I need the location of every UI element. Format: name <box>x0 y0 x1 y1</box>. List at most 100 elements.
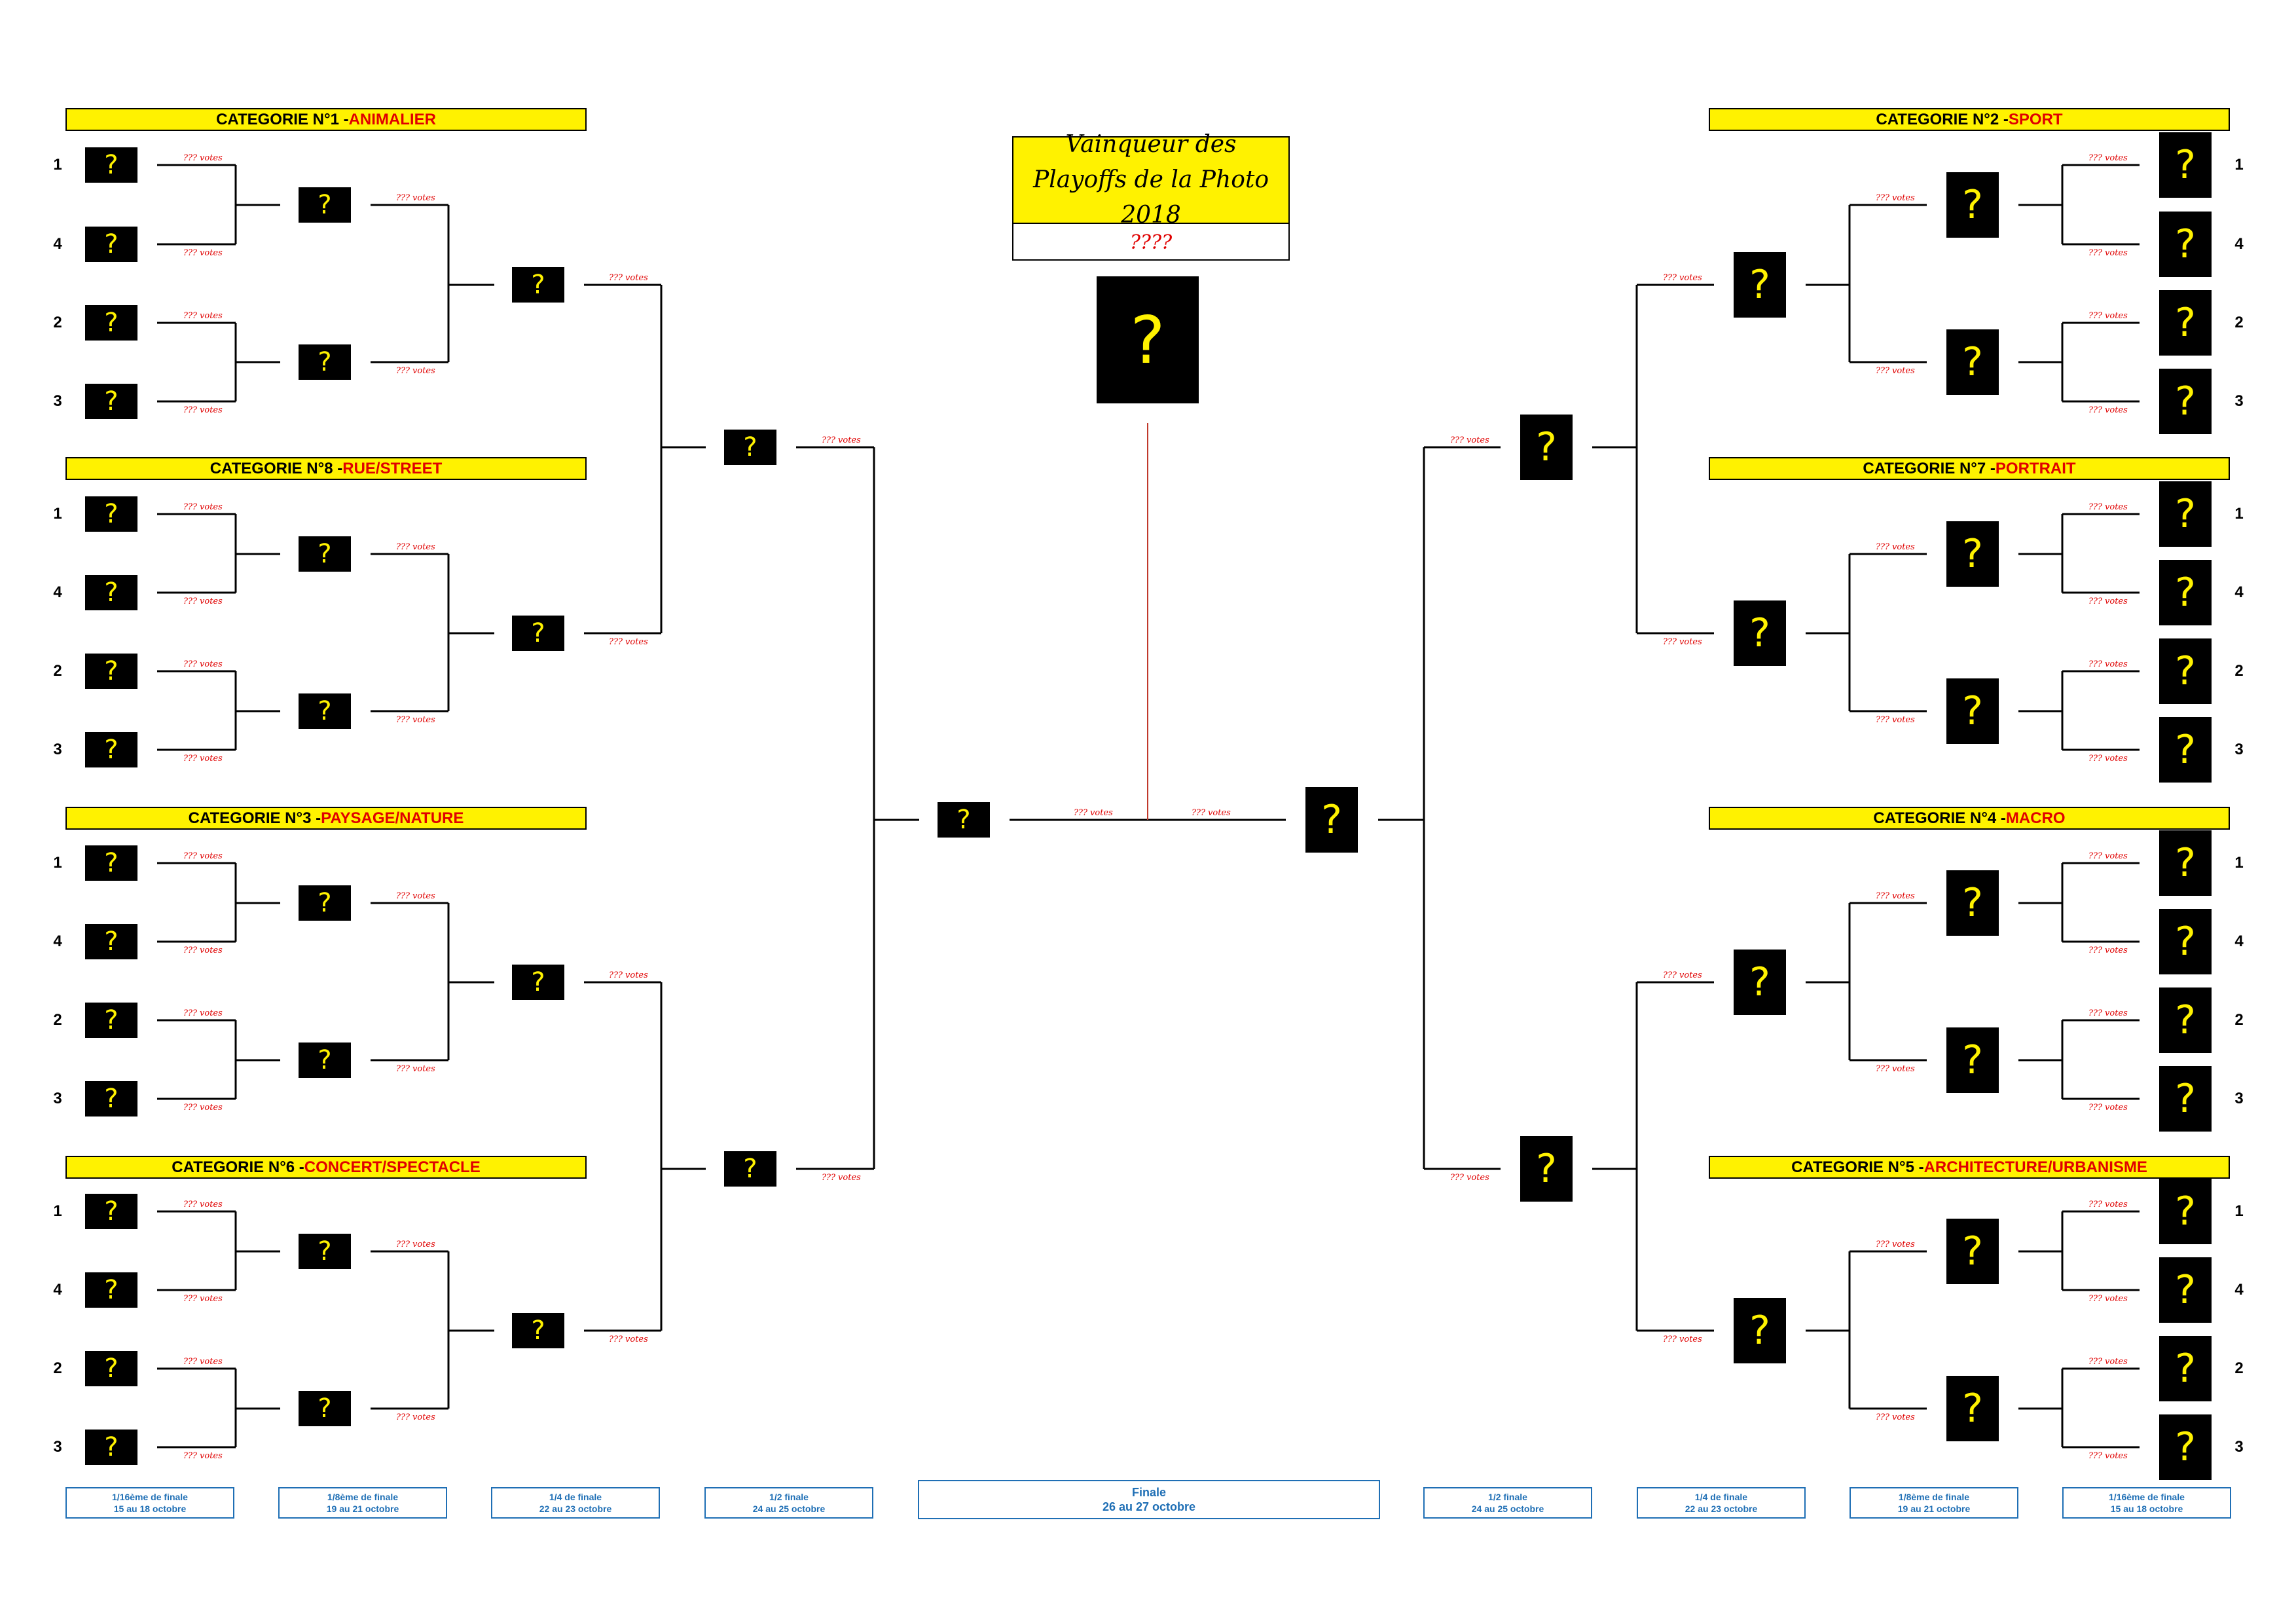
champion-photo[interactable]: ? <box>1097 276 1199 403</box>
vote-count: ??? votes <box>2088 659 2128 669</box>
r1-photo[interactable]: ? <box>85 1081 137 1116</box>
semi-photo-left[interactable]: ? <box>724 430 776 465</box>
semi-photo-right[interactable]: ? <box>1520 415 1573 480</box>
winner-title: Vainqueur des Playoffs de la Photo 2018 <box>1013 131 1288 229</box>
r2-photo[interactable]: ? <box>1946 678 1999 744</box>
r1-photo[interactable]: ? <box>85 1430 137 1465</box>
r2-photo[interactable]: ? <box>299 1391 351 1426</box>
r1-photo[interactable]: ? <box>85 147 137 183</box>
vote-count: ??? votes <box>2088 597 2128 606</box>
r2-photo[interactable]: ? <box>1946 521 1999 587</box>
round-label: 1/8ème de finale <box>327 1492 399 1502</box>
r2-photo[interactable]: ? <box>299 885 351 921</box>
r1-photo[interactable]: ? <box>2159 1336 2212 1401</box>
r1-photo[interactable]: ? <box>2159 369 2212 434</box>
r2-photo[interactable]: ? <box>1946 870 1999 936</box>
r1-photo[interactable]: ? <box>2159 1179 2212 1244</box>
round-label: 1/4 de finale <box>549 1492 602 1502</box>
r1-photo[interactable]: ? <box>85 227 137 262</box>
r1-photo[interactable]: ? <box>85 1194 137 1229</box>
r1-photo[interactable]: ? <box>85 732 137 767</box>
r2-photo[interactable]: ? <box>1946 1219 1999 1284</box>
semi-photo-left[interactable]: ? <box>724 1151 776 1187</box>
vote-count: ??? votes <box>609 970 648 980</box>
r1-photo[interactable]: ? <box>2159 212 2212 277</box>
r3-photo[interactable]: ? <box>1734 252 1786 318</box>
seed-number: 4 <box>2234 1281 2244 1299</box>
category-prefix: CATEGORIE N°7 - <box>1863 459 1995 477</box>
round-dates: 24 au 25 octobre <box>752 1504 826 1514</box>
r3-photo[interactable]: ? <box>1734 950 1786 1015</box>
semi-photo-right[interactable]: ? <box>1520 1136 1573 1202</box>
r2-photo[interactable]: ? <box>299 1043 351 1078</box>
r1-photo[interactable]: ? <box>2159 560 2212 625</box>
r1-photo[interactable]: ? <box>85 575 137 610</box>
category-prefix: CATEGORIE N°5 - <box>1791 1158 1924 1176</box>
r1-photo[interactable]: ? <box>85 1003 137 1038</box>
category-header-left-3: CATEGORIE N°3 - PAYSAGE/NATURE <box>65 807 587 830</box>
r2-photo[interactable]: ? <box>1946 1027 1999 1093</box>
r1-photo[interactable]: ? <box>85 924 137 959</box>
vote-count: ??? votes <box>183 405 223 415</box>
vote-count: ??? votes <box>2088 248 2128 258</box>
vote-count: ??? votes <box>1876 891 1915 901</box>
round-label: 1/2 finale <box>1488 1492 1527 1502</box>
r3-photo[interactable]: ? <box>1734 1298 1786 1363</box>
r1-photo[interactable]: ? <box>2159 987 2212 1053</box>
r1-photo[interactable]: ? <box>2159 481 2212 547</box>
r3-photo[interactable]: ? <box>1734 600 1786 666</box>
r1-photo[interactable]: ? <box>2159 909 2212 974</box>
r2-photo[interactable]: ? <box>1946 1376 1999 1441</box>
r1-photo[interactable]: ? <box>85 654 137 689</box>
r1-photo[interactable]: ? <box>2159 830 2212 896</box>
r1-photo[interactable]: ? <box>85 1272 137 1308</box>
r2-photo[interactable]: ? <box>299 1234 351 1269</box>
r3-photo[interactable]: ? <box>512 1313 564 1348</box>
r1-photo[interactable]: ? <box>2159 1066 2212 1132</box>
r1-photo[interactable]: ? <box>85 845 137 881</box>
vote-count: ??? votes <box>1876 542 1915 552</box>
r1-photo[interactable]: ? <box>2159 717 2212 783</box>
r2-photo[interactable]: ? <box>299 693 351 729</box>
vote-count: ??? votes <box>609 1335 648 1344</box>
r3-photo[interactable]: ? <box>512 616 564 651</box>
r1-photo[interactable]: ? <box>85 305 137 341</box>
seed-number: 2 <box>53 662 62 680</box>
r2-photo[interactable]: ? <box>1946 329 1999 395</box>
vote-count: ??? votes <box>1663 637 1702 647</box>
category-header-left-4: CATEGORIE N°6 - CONCERT/SPECTACLE <box>65 1156 587 1179</box>
r1-photo[interactable]: ? <box>85 496 137 532</box>
vote-count: ??? votes <box>1074 808 1113 818</box>
round-label: 1/16ème de finale <box>2109 1492 2185 1502</box>
seed-number: 3 <box>53 1438 62 1456</box>
finalist-photo-left[interactable]: ? <box>938 802 990 838</box>
r1-photo[interactable]: ? <box>2159 132 2212 198</box>
r2-photo[interactable]: ? <box>299 344 351 380</box>
r2-photo[interactable]: ? <box>299 536 351 572</box>
r1-photo[interactable]: ? <box>2159 1257 2212 1323</box>
r1-photo[interactable]: ? <box>85 1351 137 1386</box>
seed-number: 4 <box>53 1281 62 1299</box>
finalist-photo-right[interactable]: ? <box>1305 787 1358 853</box>
round-label: 1/4 de finale <box>1694 1492 1748 1502</box>
seed-number: 3 <box>53 741 62 758</box>
vote-count: ??? votes <box>183 1451 223 1461</box>
vote-count: ??? votes <box>2088 1200 2128 1209</box>
r3-photo[interactable]: ? <box>512 267 564 303</box>
r2-photo[interactable]: ? <box>299 187 351 223</box>
category-name: ANIMALIER <box>348 110 436 128</box>
vote-count: ??? votes <box>1876 1064 1915 1074</box>
r2-photo[interactable]: ? <box>1946 172 1999 238</box>
r1-photo[interactable]: ? <box>85 384 137 419</box>
seed-number: 4 <box>53 932 62 950</box>
r1-photo[interactable]: ? <box>2159 638 2212 704</box>
vote-count: ??? votes <box>2088 754 2128 764</box>
r3-photo[interactable]: ? <box>512 965 564 1000</box>
r1-photo[interactable]: ? <box>2159 1414 2212 1480</box>
vote-count: ??? votes <box>183 754 223 764</box>
r1-photo[interactable]: ? <box>2159 290 2212 356</box>
seed-number: 4 <box>2234 235 2244 253</box>
vote-count: ??? votes <box>183 311 223 321</box>
vote-count: ??? votes <box>1192 808 1231 818</box>
seed-number: 1 <box>2234 505 2244 523</box>
